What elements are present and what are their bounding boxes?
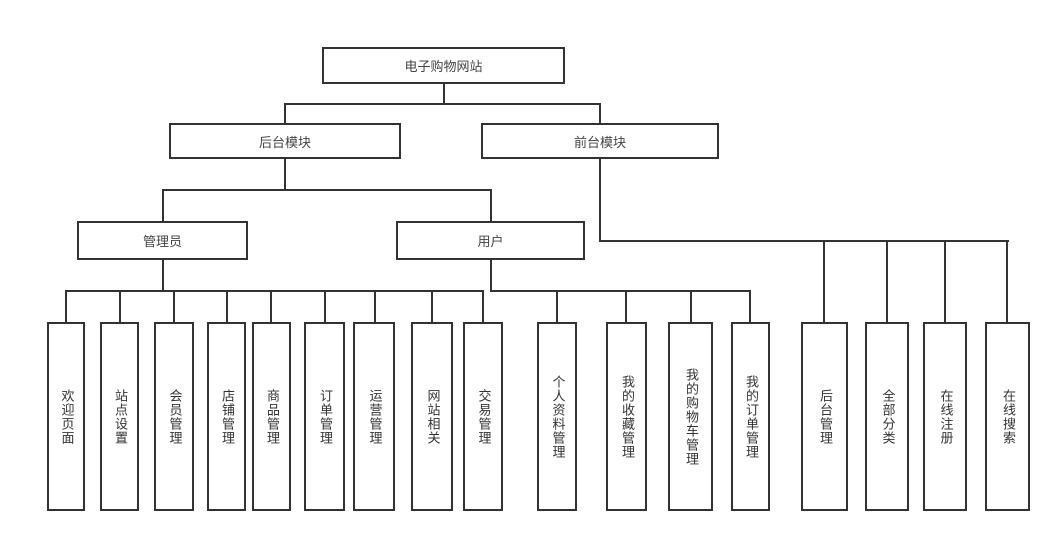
leaf-label: 在线注册: [937, 388, 953, 445]
connector: [556, 290, 558, 322]
connector: [284, 103, 286, 123]
connector: [599, 158, 601, 241]
leaf-online-search: 在线搜索: [985, 322, 1030, 511]
connector: [886, 240, 888, 322]
connector: [374, 290, 376, 322]
connector: [65, 290, 484, 292]
root-node: 电子购物网站: [322, 47, 565, 84]
leaf-label: 店铺管理: [219, 388, 234, 445]
leaf-label: 我的购物车管理: [683, 367, 698, 466]
leaf-my-orders-management: 我的订单管理: [731, 322, 770, 511]
node-label: 前台模块: [573, 135, 626, 151]
leaf-member-management: 会员管理: [154, 322, 194, 511]
connector: [823, 240, 825, 322]
leaf-welcome-page: 欢迎页面: [47, 322, 85, 511]
node-label: 管理员: [142, 235, 182, 250]
connector: [944, 240, 946, 322]
node-backend-module: 后台模块: [169, 123, 401, 159]
leaf-label: 全部分类: [879, 388, 895, 445]
leaf-label: 欢迎页面: [58, 388, 74, 445]
leaf-profile-management: 个人资料管理: [537, 322, 577, 511]
connector: [65, 290, 67, 322]
leaf-label: 后台管理: [817, 388, 832, 445]
leaf-transaction-management: 交易管理: [463, 322, 503, 511]
connector: [162, 259, 164, 291]
leaf-label: 个人资料管理: [549, 374, 565, 459]
node-admin: 管理员: [77, 221, 248, 260]
connector: [270, 290, 272, 322]
leaf-label: 站点设置: [112, 388, 127, 445]
node-label: 后台模块: [258, 135, 311, 151]
connector: [431, 290, 433, 322]
leaf-online-registration: 在线注册: [923, 322, 967, 511]
leaf-cart-management: 我的购物车管理: [668, 322, 713, 511]
node-label: 电子购物网站: [404, 60, 483, 75]
leaf-product-management: 商品管理: [252, 322, 291, 511]
leaf-site-settings: 站点设置: [100, 322, 139, 511]
connector: [162, 189, 492, 191]
connector: [284, 103, 601, 105]
connector: [119, 290, 121, 322]
leaf-favorites-management: 我的收藏管理: [606, 322, 647, 511]
node-label: 用户: [477, 235, 504, 250]
connector: [443, 83, 445, 104]
leaf-shop-management: 店铺管理: [207, 322, 246, 511]
connector: [749, 290, 751, 322]
connector: [482, 290, 484, 322]
leaf-backend-management: 后台管理: [801, 322, 848, 511]
leaf-label: 我的收藏管理: [619, 374, 634, 459]
leaf-label: 我的订单管理: [743, 374, 758, 459]
connector: [599, 103, 601, 123]
leaf-label: 在线搜索: [1000, 388, 1015, 445]
connector: [625, 290, 627, 322]
leaf-all-categories: 全部分类: [865, 322, 909, 511]
node-frontend-module: 前台模块: [481, 123, 719, 159]
connector: [1006, 240, 1008, 322]
node-user: 用户: [396, 221, 585, 260]
connector: [490, 189, 492, 221]
leaf-website-related: 网站相关: [411, 322, 453, 511]
leaf-label: 商品管理: [264, 388, 279, 445]
connector: [490, 259, 492, 291]
leaf-operations-management: 运营管理: [353, 322, 395, 511]
leaf-label: 会员管理: [166, 388, 182, 445]
leaf-label: 订单管理: [317, 388, 332, 445]
connector: [690, 290, 692, 322]
connector: [599, 240, 1009, 242]
leaf-label: 交易管理: [475, 388, 491, 445]
connector: [162, 189, 164, 221]
connector: [173, 290, 175, 322]
leaf-label: 运营管理: [366, 388, 382, 445]
connector: [284, 158, 286, 190]
connector: [226, 290, 228, 322]
connector: [490, 290, 751, 292]
leaf-label: 网站相关: [424, 388, 440, 445]
connector: [324, 290, 326, 322]
leaf-order-management: 订单管理: [304, 322, 345, 511]
